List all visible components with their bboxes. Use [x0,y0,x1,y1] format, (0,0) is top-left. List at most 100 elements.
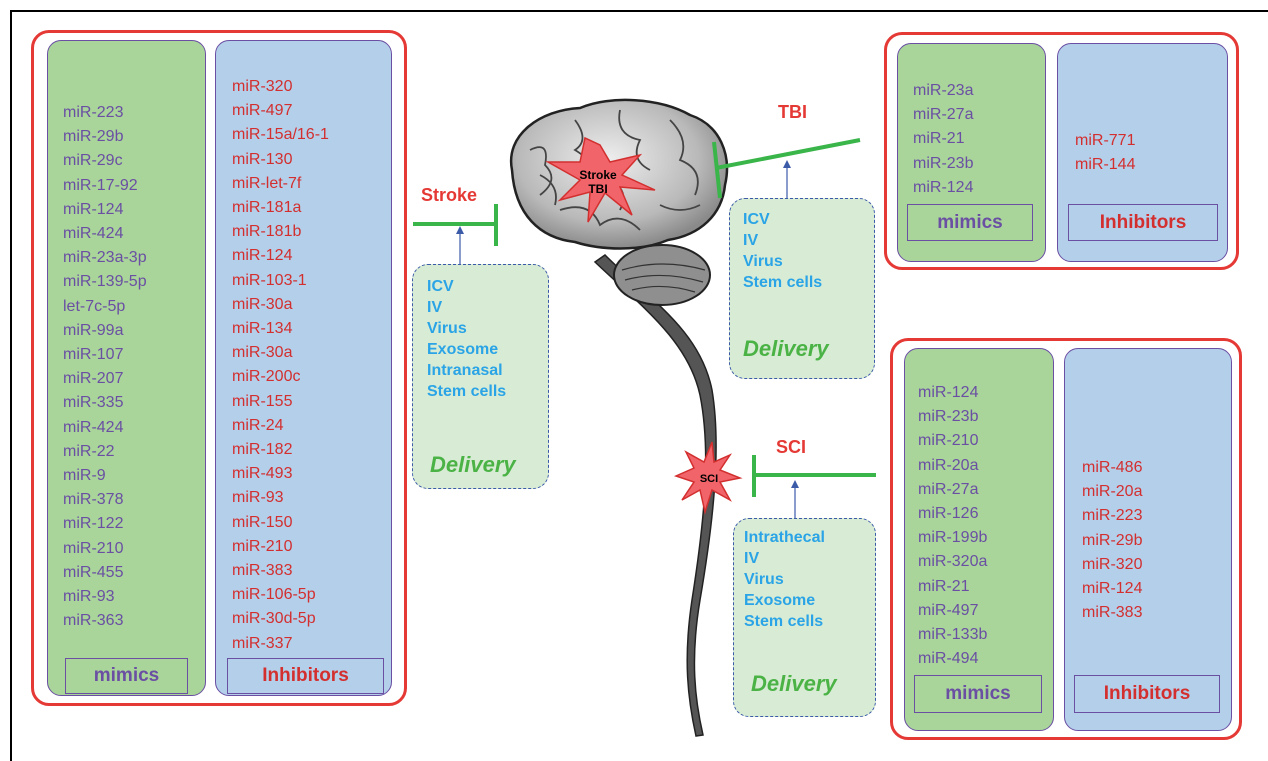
tbi-mimics-tag: mimics [907,204,1033,241]
list-item: miR-363 [63,612,124,630]
list-item: Virus [743,253,783,270]
list-item: miR-181b [232,223,302,241]
stroke-label: Stroke [421,185,478,205]
list-item: miR-30a [232,344,293,362]
list-item: miR-493 [232,465,293,483]
list-item: miR-144 [1075,156,1136,174]
list-item: miR-130 [232,150,293,168]
list-item: miR-320 [1082,555,1143,573]
list-item: miR-124 [913,178,974,196]
list-item: miR-23a [913,82,974,99]
list-item: miR-771 [1075,132,1136,149]
list-item: miR-199b [918,529,988,547]
list-item: miR-93 [63,588,115,606]
list-item: Virus [427,320,467,337]
list-item: Exosome [744,592,816,609]
list-item: miR-27a [913,106,974,124]
list-item: miR-155 [232,392,293,410]
spinal-star-label: SCI [700,473,718,485]
list-item: miR-124 [918,384,979,401]
list-item: miR-124 [1082,580,1143,598]
list-item: miR-17-92 [63,176,138,194]
tbi-delivery-label: Delivery [743,336,829,361]
list-item: ICV [743,211,770,228]
list-item: miR-23b [913,154,974,172]
list-item: miR-99a [63,321,124,339]
tbi-label: TBI [778,102,807,122]
list-item: miR-223 [1082,507,1143,525]
list-item: miR-9 [63,467,106,485]
list-item: miR-383 [1082,604,1143,622]
list-item: Stem cells [427,383,507,400]
list-item: miR-126 [918,505,979,523]
spinal-injury-star [673,441,743,515]
list-item: Stem cells [743,274,823,291]
frame-top [10,10,1268,12]
list-item: miR-124 [232,247,293,265]
list-item: miR-133b [918,626,988,644]
tbi-inhibitors-list: miR-771 miR-144 [1075,129,1135,177]
list-item: miR-20a [1082,483,1143,501]
list-item: miR-181a [232,199,302,217]
list-item: miR-455 [63,563,124,581]
list-item: miR-29b [63,128,124,146]
stroke-delivery-label: Delivery [430,452,516,477]
list-item: miR-200c [232,368,301,386]
list-item: miR-383 [232,562,293,580]
list-item: miR-107 [63,346,124,364]
list-item: miR-30a [232,295,293,313]
stroke-inhibitors-tag: Inhibitors [227,658,384,694]
sci-mimics-tag: mimics [914,675,1042,713]
stroke-mimics-tag: mimics [65,658,188,694]
list-item: miR-24 [232,416,284,434]
list-item: miR-223 [63,104,124,121]
sci-mimics-column [904,348,1054,731]
tbi-inhibition-arrow [712,138,861,199]
sci-inhibitors-list: miR-486 miR-20a miR-223 miR-29b miR-320 miR-1… [1082,456,1142,625]
list-item: miR-21 [918,577,970,595]
list-item: miR-124 [63,200,124,218]
list-item: miR-23b [918,408,979,426]
list-item: miR-let-7f [232,174,302,192]
list-item: miR-22 [63,442,115,460]
list-item: miR-29b [1082,531,1143,549]
list-item: miR-210 [63,539,124,557]
list-item: miR-210 [918,432,979,450]
brain-injury-star [545,136,656,223]
list-item: miR-15a/16-1 [232,126,329,144]
list-item: Stem cells [744,613,824,630]
list-item: let-7c-5p [63,297,126,315]
sci-mirna-group [890,338,1242,740]
sci-inhibitors-tag: Inhibitors [1074,675,1220,713]
list-item: miR-424 [63,225,124,243]
list-item: miR-486 [1082,459,1143,476]
tbi-mirna-group [884,32,1239,270]
cerebellum [613,244,711,306]
list-item: IV [743,232,759,249]
list-item: miR-378 [63,491,124,509]
list-item: IV [427,299,443,316]
list-item: miR-106-5p [232,586,316,604]
stroke-mirna-group [31,30,407,706]
list-item: miR-23a-3p [63,249,147,267]
list-item: Intrathecal [744,529,825,546]
stroke-mimics-column [47,40,206,696]
list-item: miR-210 [232,537,293,555]
list-item: miR-20a [918,456,979,474]
list-item: miR-30d-5p [232,610,316,628]
list-item: Exosome [427,341,499,358]
sci-delivery-label: Delivery [751,671,837,696]
list-item: miR-320a [918,553,988,571]
list-item: miR-122 [63,515,124,533]
list-item: ICV [427,278,454,295]
list-item: miR-424 [63,418,124,436]
stroke-inhibition-arrow [413,204,498,264]
list-item: miR-103-1 [232,271,307,289]
tbi-inhibitors-tag: Inhibitors [1068,204,1218,241]
